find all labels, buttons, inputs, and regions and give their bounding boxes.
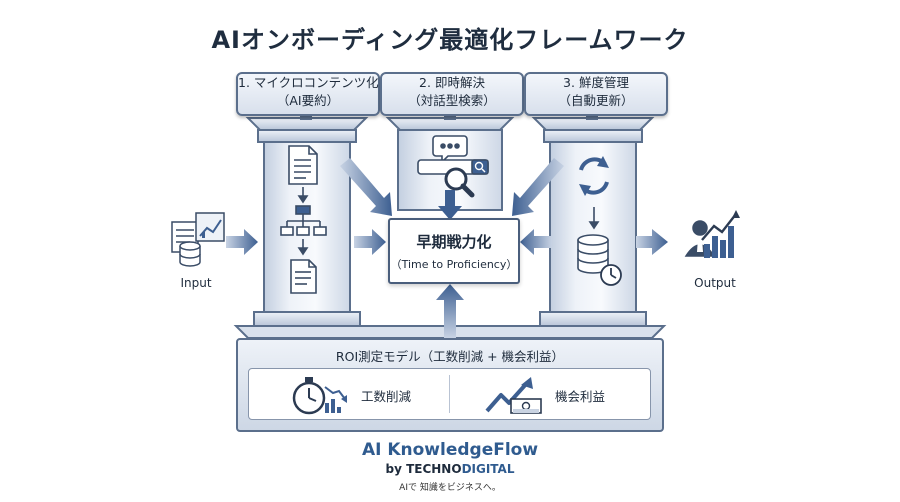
pillar-tag-line1: 1. マイクロコンテンツ化 xyxy=(238,75,379,90)
hierarchy-icon xyxy=(280,205,327,236)
brand-name: AI KnowledgeFlow xyxy=(361,440,539,460)
arrow-input-to-pillar xyxy=(226,229,258,255)
arrow-pillar-to-center xyxy=(354,229,386,255)
brand-byline: by TECHNODIGITAL xyxy=(0,462,900,476)
roi-panel: ROI測定モデル（工数削減 + 機会利益） 工数削減 機会利益 xyxy=(236,338,664,432)
down-arrow-icon xyxy=(588,207,600,230)
arrow-center-to-pillar xyxy=(520,229,552,255)
pillar-tag-line2: （対話型検索） xyxy=(408,93,496,108)
output-label: Output xyxy=(694,276,736,290)
down-arrow-icon xyxy=(297,239,309,256)
arrow-diagonal-left xyxy=(340,158,392,216)
center-goal-title: 早期戦力化 xyxy=(416,233,492,251)
brand-by-digital: DIGITAL xyxy=(461,462,515,476)
pillar-tag-line2: （自動更新） xyxy=(558,93,634,108)
page-title: AIオンボーディング最適化フレームワーク xyxy=(211,26,689,54)
clock-icon xyxy=(600,264,622,286)
roi-cost-reduction-label: 工数削減 xyxy=(361,389,412,404)
arrow-diagonal-right xyxy=(512,158,564,216)
arrow-base-up xyxy=(436,284,464,338)
roi-opportunity-profit-label: 機会利益 xyxy=(555,389,606,404)
roi-inner-panel: 工数削減 機会利益 xyxy=(248,368,651,420)
pillar-tag-line1: 2. 即時解決 xyxy=(419,75,485,90)
brand-by-prefix: by xyxy=(385,462,407,476)
magnifier-icon xyxy=(444,167,475,198)
pillar-tag-line1: 3. 鮮度管理 xyxy=(563,75,629,90)
output-icon xyxy=(684,210,740,258)
search-bar-icon xyxy=(417,159,489,175)
pillar-tag-instant-resolution: 2. 即時解決 （対話型検索） xyxy=(380,72,524,116)
input-label: Input xyxy=(180,276,212,290)
document-icon xyxy=(290,259,317,294)
brand-by-techno: TECHNO xyxy=(406,462,462,476)
growth-money-icon xyxy=(485,377,542,414)
center-goal-box: 早期戦力化 （Time to Proficiency） xyxy=(388,218,520,284)
chat-bubble-icon xyxy=(432,135,468,164)
arrow-pillar-to-output xyxy=(636,229,668,255)
stopwatch-icon xyxy=(292,377,347,415)
refresh-icon xyxy=(579,156,609,196)
pillar-tag-microcontent: 1. マイクロコンテンツ化 （AI要約） xyxy=(236,72,380,116)
document-icon xyxy=(288,145,318,185)
input-icon xyxy=(171,212,225,267)
brand-tagline: AIで 知識をビジネスへ。 xyxy=(399,483,501,493)
divider xyxy=(449,375,450,413)
tag-connector xyxy=(300,112,598,120)
arrow-middle-down xyxy=(438,190,462,220)
pillar-tag-line2: （AI要約） xyxy=(276,93,340,108)
roi-title: ROI測定モデル（工数削減 + 機会利益） xyxy=(335,349,565,364)
center-goal-subtitle: （Time to Proficiency） xyxy=(390,258,518,271)
pillar-tag-freshness: 3. 鮮度管理 （自動更新） xyxy=(524,72,668,116)
down-arrow-icon xyxy=(297,187,309,204)
